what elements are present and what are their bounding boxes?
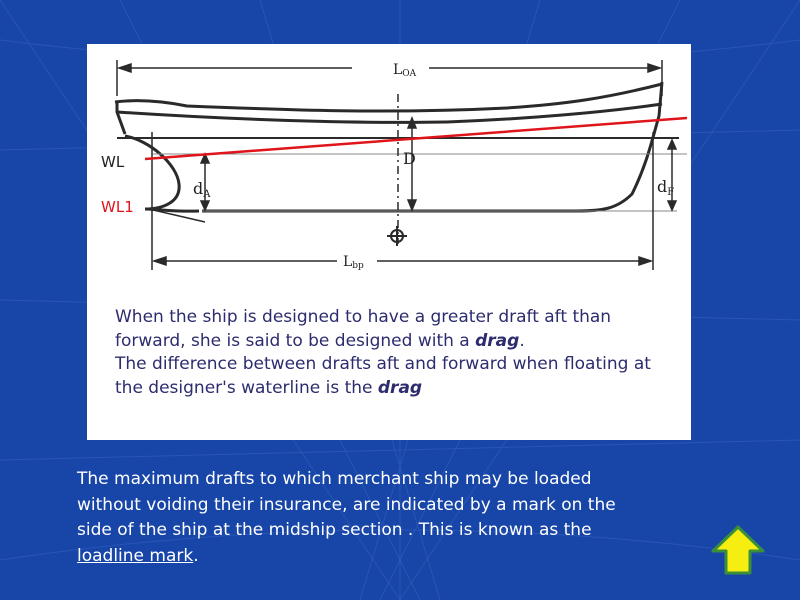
draft-aft-label: dA <box>193 179 211 200</box>
loa-label: LOA <box>393 62 417 79</box>
draft-forward-label: dF <box>657 177 674 198</box>
loa-dimension <box>116 60 663 96</box>
diagram-panel: LOA D <box>87 44 691 440</box>
wl1-label: WL1 <box>101 198 134 216</box>
ship-profile-diagram: LOA D <box>101 60 688 271</box>
loadline-paragraph: The maximum drafts to which merchant shi… <box>77 469 616 566</box>
lbp-dimension <box>151 255 654 267</box>
wl-label: WL <box>101 153 125 171</box>
hull-outline <box>114 81 664 213</box>
lbp-label: Lbp <box>343 254 364 271</box>
inclined-waterline <box>144 116 688 161</box>
loadline-mark-link[interactable]: loadline mark <box>77 545 194 566</box>
drag-explanation: When the ship is designed to have a grea… <box>115 306 675 400</box>
drag-difference-paragraph: The difference between drafts aft and fo… <box>115 354 651 398</box>
drag-definition-paragraph: When the ship is designed to have a grea… <box>115 307 612 351</box>
depth-label: D <box>403 149 416 168</box>
up-arrow-icon[interactable] <box>710 524 766 576</box>
midship-symbol-icon <box>387 226 407 246</box>
